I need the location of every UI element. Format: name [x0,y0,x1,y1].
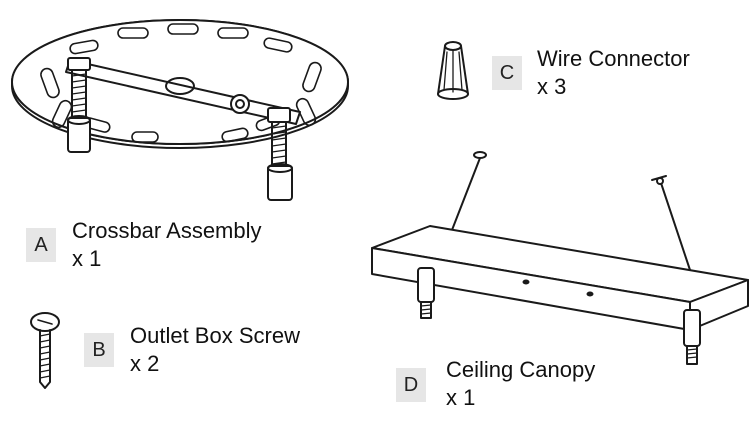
part-name-wire-connector: Wire Connector [537,46,690,71]
part-qty-wire-connector: x 3 [537,74,567,99]
label-box-c: C [492,56,522,90]
part-qty-crossbar-assembly: x 1 [72,246,102,271]
part-letter: A [34,233,48,256]
crossbar-assembly-drawing [11,19,349,201]
part-qty-ceiling-canopy: x 1 [446,385,476,410]
wire-connector-drawing [437,41,469,100]
part-name-crossbar-assembly: Crossbar Assembly [72,218,262,243]
label-box-a: A [26,228,56,262]
part-letter: B [92,338,106,361]
part-qty-outlet-box-screw: x 2 [130,351,160,376]
label-box-d: D [396,368,426,402]
part-name-ceiling-canopy: Ceiling Canopy [446,357,596,382]
part-letter: D [403,373,419,396]
part-name-outlet-box-screw: Outlet Box Screw [130,323,300,348]
part-letter: C [499,61,515,84]
ceiling-canopy-drawing [371,151,749,365]
label-box-b: B [84,333,114,367]
outlet-box-screw-drawing [30,312,60,389]
